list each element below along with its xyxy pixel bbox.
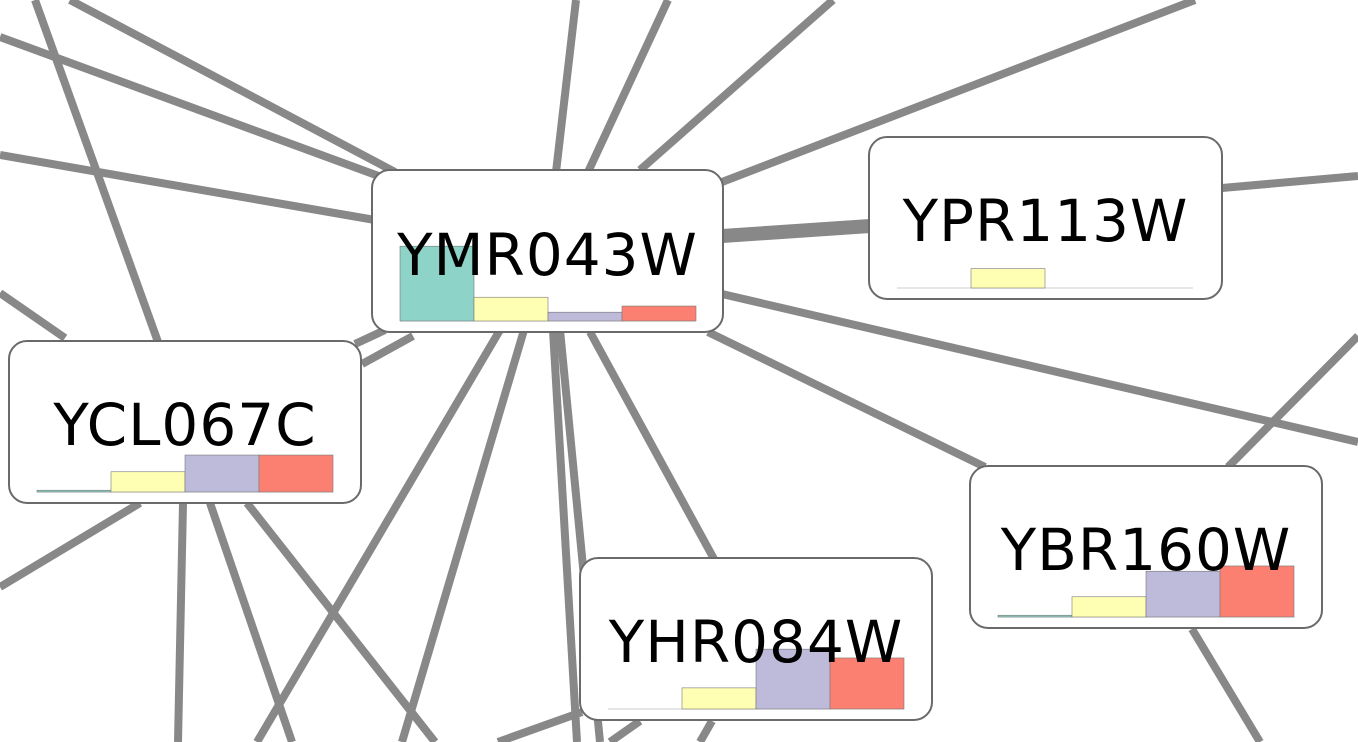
bar-series-1	[399, 245, 475, 322]
edge[interactable]	[1221, 172, 1358, 192]
edge[interactable]	[0, 33, 397, 186]
edge[interactable]	[1225, 333, 1358, 470]
edge-ymr043w-yhr084w[interactable]	[586, 330, 718, 561]
node-ypr113w[interactable]: YPR113W	[868, 136, 1223, 300]
node-label: YCL067C	[52, 391, 316, 459]
bar-series-2	[110, 471, 186, 493]
edge[interactable]	[253, 327, 504, 742]
edge[interactable]	[1188, 626, 1264, 742]
edge[interactable]	[0, 151, 376, 224]
edge[interactable]	[68, 0, 397, 176]
edge[interactable]	[0, 289, 68, 342]
bar-series-2	[970, 268, 1046, 289]
node-ycl067c[interactable]: YCL067C	[8, 340, 362, 504]
bar-series-3	[1145, 570, 1221, 618]
edge[interactable]	[206, 501, 296, 742]
bar-series-2	[681, 687, 757, 710]
node-ymr043w[interactable]: YMR043W	[371, 169, 724, 333]
node-yhr084w[interactable]: YHR084W	[579, 557, 933, 721]
node-box	[868, 136, 1223, 300]
bar-series-4	[621, 305, 697, 322]
edge[interactable]	[552, 0, 580, 173]
node-label: YMR043W	[396, 221, 698, 289]
edge[interactable]	[721, 290, 1358, 446]
expression-bars	[608, 648, 905, 710]
expression-bars	[997, 565, 1295, 618]
bar-series-4	[258, 454, 334, 493]
bar-series-1	[36, 489, 112, 493]
bar-series-4	[829, 657, 905, 710]
edge-ymr043w-ypr113w[interactable]	[721, 219, 871, 243]
expression-bars	[36, 454, 334, 493]
edge-ymr043w-ycl067c[interactable]	[353, 326, 387, 348]
edge[interactable]	[637, 0, 836, 174]
node-label: YPR113W	[902, 187, 1189, 255]
edge[interactable]	[549, 329, 581, 742]
node-label: YBR160W	[1000, 516, 1292, 584]
edge[interactable]	[398, 328, 528, 742]
expression-bars	[897, 268, 1193, 289]
bar-series-1	[997, 614, 1073, 618]
bar-series-3	[184, 454, 260, 493]
edge[interactable]	[607, 717, 643, 742]
node-label: YHR084W	[608, 608, 903, 676]
edge[interactable]	[174, 502, 187, 742]
bar-series-2	[473, 296, 549, 322]
edge[interactable]	[0, 499, 143, 591]
nodes-layer: YMR043W YPR113W YCL067C YBR160W YHR084W	[8, 136, 1323, 721]
expression-bars	[399, 245, 697, 322]
edge[interactable]	[584, 0, 672, 174]
edge[interactable]	[696, 719, 716, 742]
bar-series-3	[547, 311, 623, 322]
edge[interactable]	[31, 0, 162, 344]
bar-series-4	[1219, 565, 1295, 618]
edge-ymr043w-ycl067c[interactable]	[360, 332, 415, 368]
edge[interactable]	[720, 0, 1197, 186]
edge[interactable]	[243, 500, 439, 742]
bar-series-2	[1071, 596, 1147, 618]
edge-ymr043w-ybr160w[interactable]	[706, 328, 987, 471]
edge[interactable]	[496, 708, 584, 742]
node-ybr160w[interactable]: YBR160W	[969, 465, 1323, 629]
bar-series-3	[755, 648, 831, 710]
